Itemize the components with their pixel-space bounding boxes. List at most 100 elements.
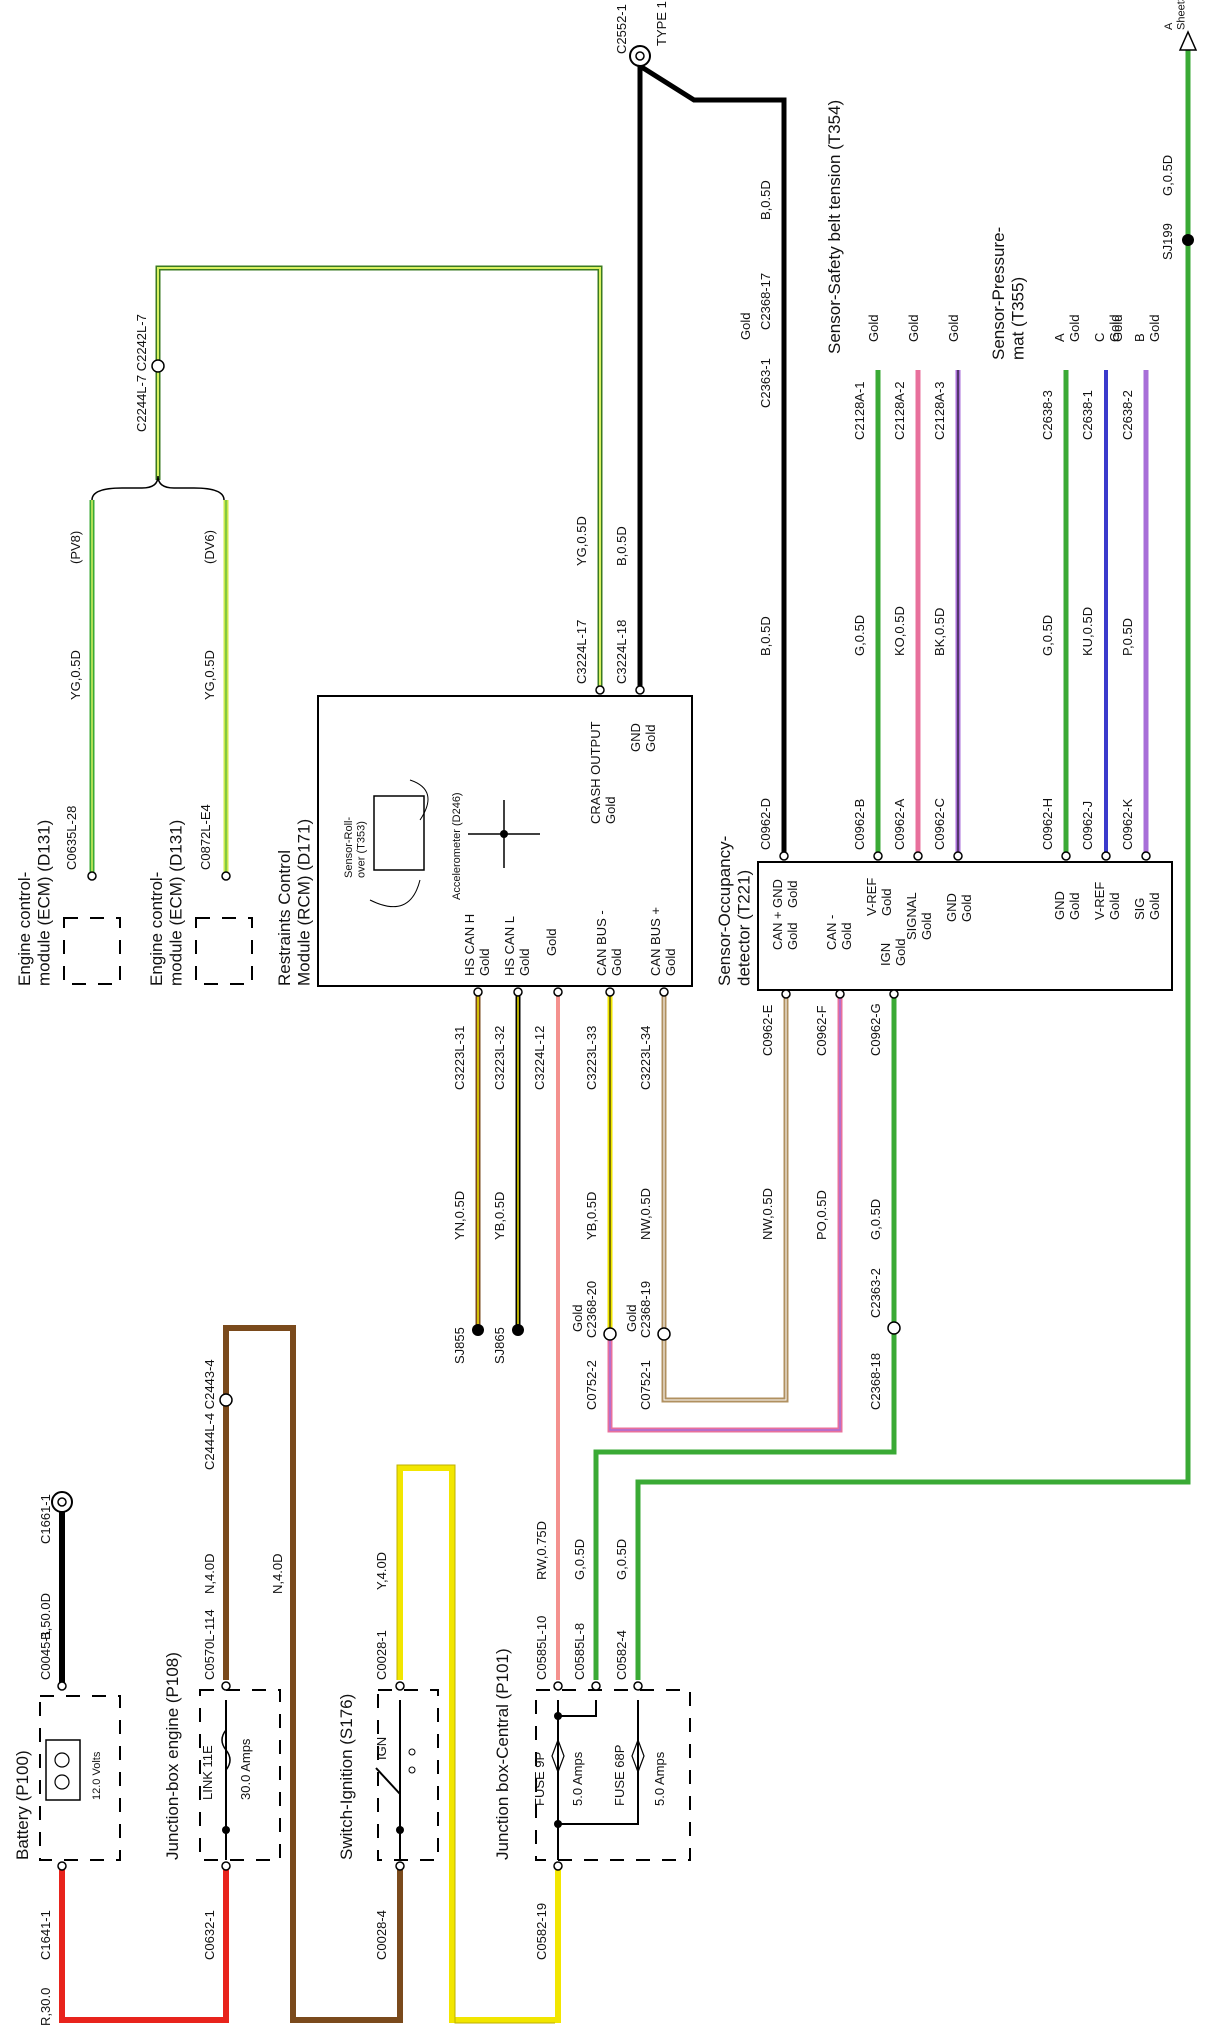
wire-b05: B,0.5D [614,526,629,566]
wire-bk: BK,0.5D [932,608,947,656]
mat-c: CGold [1092,315,1122,342]
jbc-amps2: 5.0 Amps [652,1751,667,1806]
wire-c2368-17: C2368-17 [758,273,773,330]
ignition-pin-top: C0028-1 [374,1630,389,1680]
wire-b50: B,50.0D [38,1593,53,1640]
wire-yellow-edge [396,1464,555,2024]
mat-pin2: C2638-1 [1080,390,1095,440]
wire-red-battery [59,1866,229,2023]
inline-connectors [151,359,901,1407]
wire-c1661: C1661-1 [38,1494,53,1544]
wire-g05b: G,0.5D [614,1539,629,1580]
wire-yg-top-in [157,267,601,690]
jbc-pin-a: C0585L-10 [534,1616,549,1680]
jb-engine-fuse: LINK 11E [200,1745,215,1800]
ignition-title: Switch-Ignition (S176) [337,1694,356,1860]
rcm-gold: Gold [544,929,559,956]
wire-yg05: YG,0.5D [574,516,589,566]
wire-y4: Y,4.0D [374,1552,389,1590]
ground-ring-icon [51,1491,73,1513]
wire-green-sheet3 [635,50,1191,1680]
occ-canm: CAN -Gold [824,915,854,950]
occ-pin-g: C0962-G [868,1003,883,1056]
rcm-gnd: GNDGold [628,723,658,752]
occ-vref2: V-REFGold [1092,882,1122,920]
occ-canp: CAN +Gold [770,911,800,950]
occ-pin-c: C0962-C [932,798,947,850]
jb-engine-title: Junction-box engine (P108) [163,1652,182,1860]
jb-engine-pin-top: C0570L-114 [202,1609,217,1680]
wire-rw: RW,0.75D [534,1521,549,1580]
wire-g05top: G,0.5D [1160,155,1175,196]
mat-b: BGold [1132,315,1162,342]
belt-pin1: C2128A-1 [852,381,867,440]
wire-c2244: C2244L-7 C2242L-7 [134,314,149,432]
wire-c2444: C2444L-4 C2443-4 [202,1359,217,1470]
battery-cell [45,1739,81,1801]
wire-g05a: G,0.5D [572,1539,587,1580]
wire-p05: P,0.5D [1120,618,1135,656]
ground-type1-icon [629,45,651,67]
belt-g2: Gold [906,315,921,342]
wire-nw2: NW,0.5D [760,1188,775,1240]
jb-central-dash [535,1689,691,1861]
ecm-brace [91,475,225,501]
wire-ko: KO,0.5D [892,606,907,656]
occ-pin-d: C0962-D [758,798,773,850]
wire-gold3: Gold [624,1305,639,1332]
accelerometer-icon [500,830,508,838]
ignition-pin-bottom: C0028-4 [374,1910,389,1960]
wire-sj855: SJ855 [452,1327,467,1364]
belt-pin2: C2128A-2 [892,381,907,440]
switch-contact2 [408,1748,416,1756]
jbc-fuse1: FUSE 9P [532,1752,547,1806]
jbc-pin-bottom: C0582-19 [534,1903,549,1960]
mat-title: Sensor-Pressure-mat (T355) [989,227,1028,360]
jbc-amps1: 5.0 Amps [570,1751,585,1806]
belt-title: Sensor-Safety belt tension (T354) [825,100,844,354]
occ-gnd: GNDGold [770,879,800,908]
battery-pin-bottom: C1641-1 [38,1910,53,1960]
wire-po: PO,0.5D [814,1190,829,1240]
wire-ku: KU,0.5D [1080,607,1095,656]
wire-black-gnd [637,61,787,856]
rcm-pin1: C3223L-31 [452,1026,467,1090]
occ-pin-j: C0962-J [1080,801,1095,850]
jbc-pin-b: C0585L-8 [572,1623,587,1680]
occ-pin-b: C0962-B [852,799,867,850]
jbc-line-c [558,1700,639,1825]
jbc-pin-c: C0582-4 [614,1630,629,1680]
wire-nw1: NW,0.5D [638,1188,653,1240]
connectors [57,685,1151,1871]
jbc-fuse2: FUSE 68P [612,1745,627,1806]
rcm-canm: CAN BUS -Gold [594,910,624,976]
occ-pin-f: C0962-F [814,1005,829,1056]
rcm-pin3: C3224L-12 [532,1026,547,1090]
wire-c2368-19: C2368-19 [638,1281,653,1338]
belt-pin3: C2128A-3 [932,381,947,440]
rcm-pin4: C3223L-33 [584,1026,599,1090]
wire-yellow [397,1465,561,2023]
wire-yb2: YB,0.5D [584,1192,599,1240]
wire-type1: TYPE 1 [654,1,669,46]
occ-pin-e: C0962-E [760,1004,775,1056]
rcm-hs-h: HS CAN HGold [462,914,492,976]
rcm-pin-crash: C3224L-17 [574,620,589,684]
jb-engine-dash [199,1689,281,1861]
ground-type1-inner [635,51,645,61]
wire-b05c: B,0.5D [758,616,773,656]
wire-gold2: Gold [570,1305,585,1332]
jbc-title: Junction box-Central (P101) [493,1648,512,1860]
rollover-sensor-icon [373,795,425,871]
rcm-hs-l: HS CAN LGold [502,916,532,976]
wire-c2368-20: C2368-20 [584,1281,599,1338]
wire-b05b: B,0.5D [758,180,773,220]
ecm1-code: (PV8) [68,531,83,564]
wire-n4b: N,4.0D [270,1554,285,1594]
ignition-switch-icon [375,1767,401,1795]
battery-title: Battery (P100) [13,1750,32,1860]
ground-ring-inner [57,1497,67,1507]
rcm-pin5: C3223L-34 [638,1026,653,1090]
ecm2-wire: YG,0.5D [202,650,217,700]
